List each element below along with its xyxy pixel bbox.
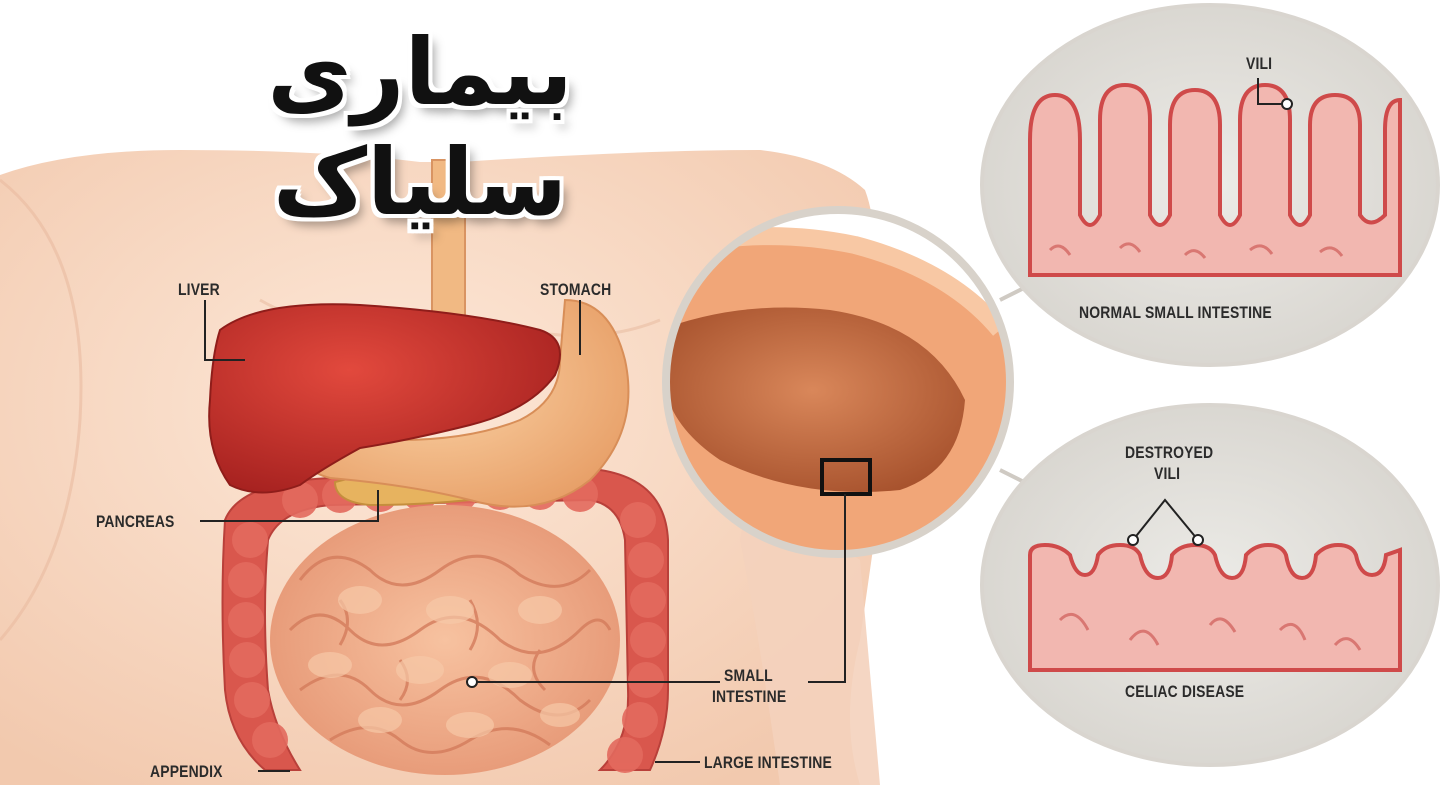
small-intestine [270, 505, 620, 775]
normal-small-intestine-label: NORMAL SMALL INTESTINE [1079, 303, 1272, 322]
large-intestine-label: LARGE INTESTINE [704, 753, 832, 772]
destroyed-vili-label-line1: DESTROYED [1125, 443, 1213, 462]
pancreas-label: PANCREAS [96, 512, 175, 531]
small-intestine-label-line2: INTESTINE [712, 687, 786, 706]
appendix-label: APPENDIX [150, 762, 223, 781]
page-title: بیماری سلیاک [120, 18, 720, 128]
celiac-disease-label: CELIAC DISEASE [1125, 682, 1244, 701]
destroyed-vili-label-line2: VILI [1154, 464, 1180, 483]
stomach-label: STOMACH [540, 280, 611, 299]
vili-label: VILI [1246, 54, 1272, 73]
small-intestine-label-line1: SMALL [724, 666, 773, 685]
liver-label: LIVER [178, 280, 220, 299]
